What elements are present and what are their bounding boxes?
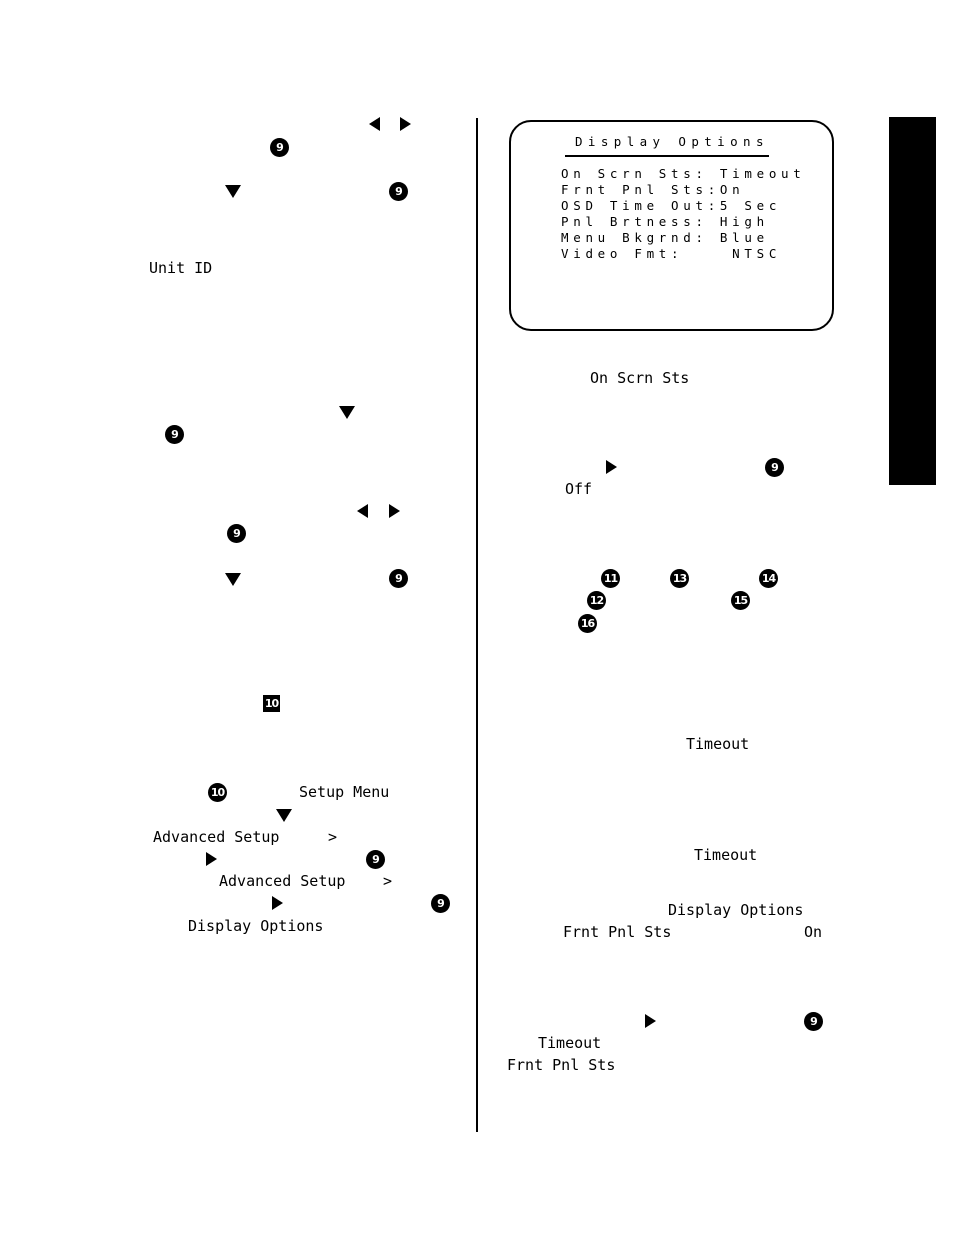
button-12-badge: 12 (587, 591, 606, 610)
osd-title-underline (565, 155, 769, 157)
down-arrow-icon (339, 406, 355, 419)
section-tab (889, 117, 936, 485)
osd-line-pnl-brtness: Pnl Brtness: High (561, 214, 769, 229)
osd-line-frnt-pnl-sts: Frnt Pnl Sts:On (561, 182, 745, 197)
setup-menu-label: Setup Menu (299, 783, 390, 801)
button-15-badge: 15 (731, 591, 750, 610)
osd-title: Display Options (575, 134, 769, 149)
button-9-badge: 9 (270, 138, 289, 157)
advanced-setup-label: Advanced Setup (219, 872, 346, 890)
right-arrow-icon (272, 896, 283, 910)
button-9-badge: 9 (366, 850, 385, 869)
osd-screen (509, 120, 834, 331)
submenu-arrow-label: > (383, 872, 393, 890)
osd-line-video-fmt: Video Fmt: NTSC (561, 246, 782, 261)
osd-line-menu-bkgrnd: Menu Bkgrnd: Blue (561, 230, 769, 245)
right-arrow-icon (400, 117, 411, 131)
frnt-pnl-sts-label: Frnt Pnl Sts (563, 923, 672, 941)
down-arrow-icon (225, 185, 241, 198)
off-label: Off (565, 480, 593, 498)
button-10-badge: 10 (208, 783, 227, 802)
advanced-setup-label: Advanced Setup (153, 828, 280, 846)
on-label: On (804, 923, 823, 941)
left-arrow-icon (357, 504, 368, 518)
on-scrn-sts-label: On Scrn Sts (590, 369, 690, 387)
button-16-badge: 16 (578, 614, 597, 633)
button-9-badge: 9 (431, 894, 450, 913)
button-9-badge: 9 (227, 524, 246, 543)
right-arrow-icon (206, 852, 217, 866)
right-arrow-icon (389, 504, 400, 518)
display-options-label: Display Options (668, 901, 804, 919)
submenu-arrow-label: > (328, 828, 338, 846)
button-10-square-badge: 10 (263, 695, 280, 712)
button-9-badge: 9 (765, 458, 784, 477)
timeout-label: Timeout (538, 1034, 602, 1052)
left-arrow-icon (369, 117, 380, 131)
button-14-badge: 14 (759, 569, 778, 588)
osd-line-osd-time-out: OSD Time Out:5 Sec (561, 198, 782, 213)
right-arrow-icon (606, 460, 617, 474)
button-13-badge: 13 (670, 569, 689, 588)
column-divider (476, 118, 478, 1132)
button-9-badge: 9 (165, 425, 184, 444)
button-9-badge: 9 (389, 569, 408, 588)
display-options-label: Display Options (188, 917, 324, 935)
frnt-pnl-sts-label: Frnt Pnl Sts (507, 1056, 616, 1074)
button-9-badge: 9 (389, 182, 408, 201)
timeout-label: Timeout (686, 735, 750, 753)
down-arrow-icon (276, 809, 292, 822)
down-arrow-icon (225, 573, 241, 586)
button-11-badge: 11 (601, 569, 620, 588)
right-arrow-icon (645, 1014, 656, 1028)
timeout-label: Timeout (694, 846, 758, 864)
button-9-badge: 9 (804, 1012, 823, 1031)
unit-id-label: Unit ID (149, 259, 213, 277)
osd-line-on-scrn-sts: On Scrn Sts: Timeout (561, 166, 806, 181)
